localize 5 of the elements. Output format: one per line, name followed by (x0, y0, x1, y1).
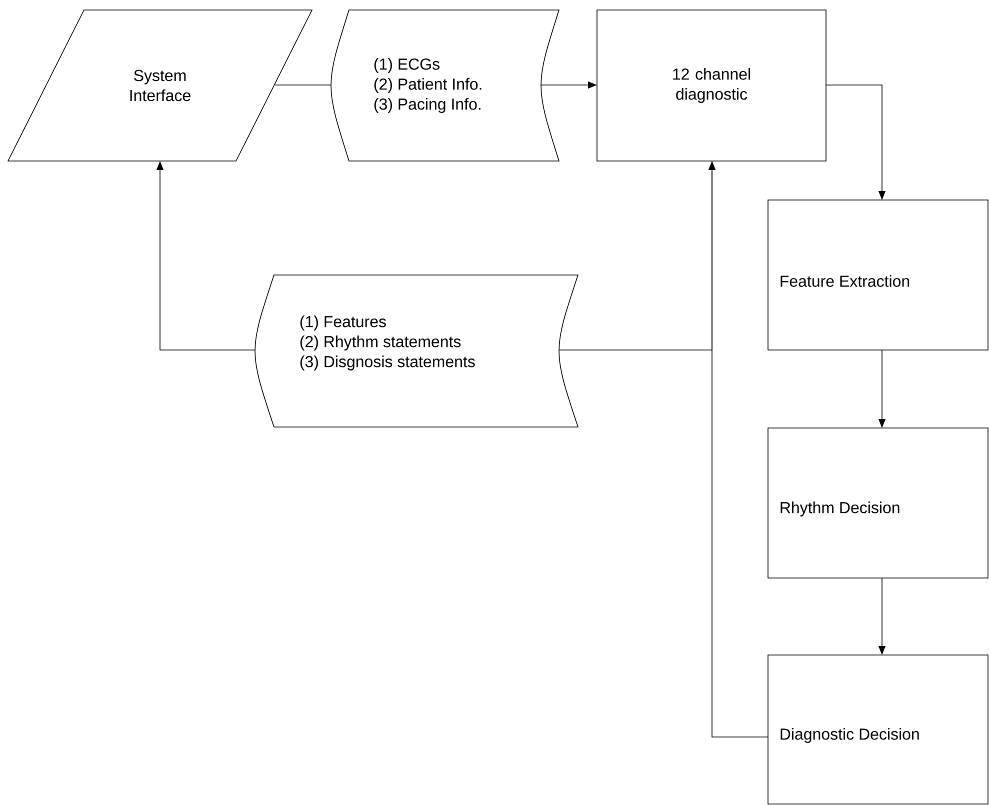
connector-line (274, 84, 332, 86)
process-box: Feature Extraction (768, 200, 988, 350)
process-box: Diagnostic Decision (768, 654, 988, 804)
process-box: Rhythm Decision (768, 428, 988, 578)
process-box: 12 channel diagnostic (596, 10, 826, 162)
